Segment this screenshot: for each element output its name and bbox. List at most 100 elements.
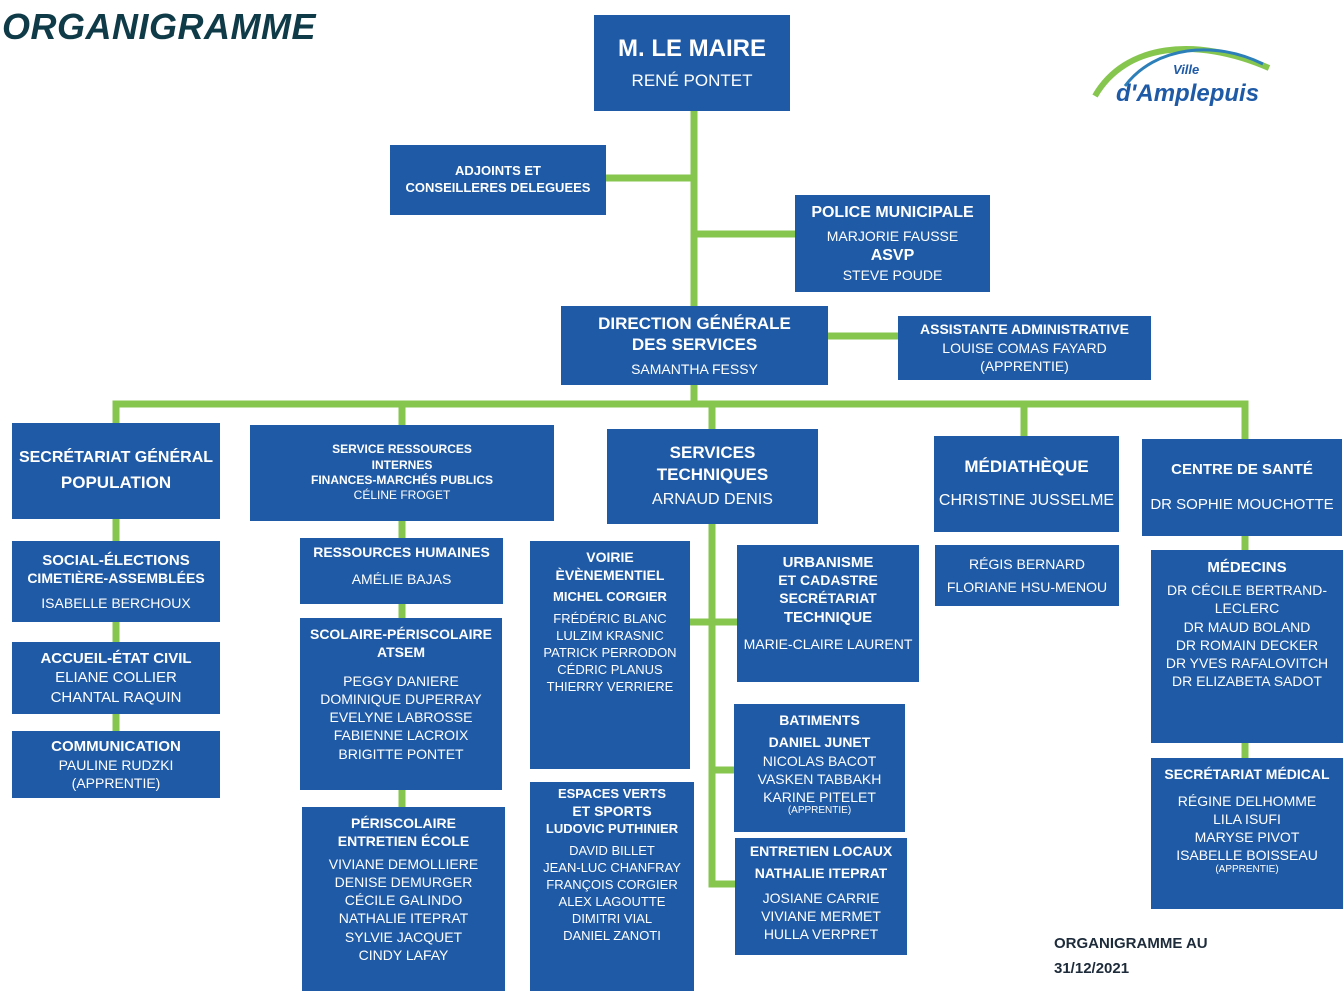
logo bbox=[1092, 46, 1271, 98]
logo-name: d'Amplepuis bbox=[1116, 80, 1260, 107]
page-title: ORGANIGRAMME bbox=[2, 6, 316, 47]
batiments-box[interactable]: BATIMENTS DANIEL JUNET NICOLAS BACOT VAS… bbox=[734, 704, 905, 832]
secmedical-title: SECRÉTARIAT MÉDICAL bbox=[1164, 766, 1330, 782]
medecins-title: MÉDECINS bbox=[1207, 559, 1287, 576]
voirie-box[interactable]: VOIRIE ÈVÈNEMENTIEL MICHEL CORGIER FRÉDÉ… bbox=[530, 541, 690, 769]
periscolaire-name-6: CINDY LAFAY bbox=[358, 946, 449, 963]
accueil-name-1: ELIANE COLLIER bbox=[55, 669, 177, 687]
ressources-name: CÉLINE FROGET bbox=[353, 488, 451, 503]
police-name2: STEVE POUDE bbox=[842, 266, 943, 283]
police-subtitle: ASVP bbox=[870, 246, 915, 264]
batiments-note: (APPRENTIE) bbox=[787, 805, 852, 817]
social-box[interactable]: SOCIAL-ÉLECTIONS CIMETIÈRE-ASSEMBLÉES IS… bbox=[12, 541, 220, 622]
maire-name: RENÉ PONTET bbox=[631, 71, 753, 91]
periscolaire-name-4: NATHALIE ITEPRAT bbox=[338, 910, 469, 927]
voirie-name-4: CÉDRIC PLANUS bbox=[557, 662, 663, 678]
maire-title: M. LE MAIRE bbox=[618, 34, 766, 62]
ressources-line1: SERVICE RESSOURCES bbox=[332, 442, 472, 457]
mediatheque-title: MÉDIATHÈQUE bbox=[964, 456, 1089, 476]
espaces-head: LUDOVIC PUTHINIER bbox=[545, 820, 679, 836]
mediatheque-box[interactable]: MÉDIATHÈQUE CHRISTINE JUSSELME bbox=[934, 436, 1119, 532]
police-name: MARJORIE FAUSSE bbox=[826, 228, 959, 245]
social-line2: CIMETIÈRE-ASSEMBLÉES bbox=[27, 570, 205, 587]
rh-box[interactable]: RESSOURCES HUMAINES AMÉLIE BAJAS bbox=[300, 538, 503, 604]
periscolaire-box[interactable]: PÉRISCOLAIRE ENTRETIEN ÉCOLE VIVIANE DEM… bbox=[302, 807, 505, 991]
dgs-line2: DES SERVICES bbox=[631, 335, 758, 355]
periscolaire-name-5: SYLVIE JACQUET bbox=[344, 928, 463, 945]
logo-ville: Ville bbox=[1173, 62, 1200, 77]
periscolaire-name-2: DENISE DEMURGER bbox=[334, 874, 473, 890]
voirie-name-3: PATRICK PERRODON bbox=[543, 645, 677, 661]
footer-line2: 31/12/2021 bbox=[1054, 959, 1130, 977]
techniques-name: ARNAUD DENIS bbox=[652, 490, 773, 508]
espaces-line1: ESPACES VERTS bbox=[557, 786, 667, 801]
adjoints-line1: ADJOINTS ET bbox=[455, 163, 541, 179]
urbanisme-box[interactable]: URBANISME ET CADASTRE SECRÉTARIAT TECHNI… bbox=[737, 545, 919, 682]
urbanisme-line1: URBANISME bbox=[782, 554, 874, 571]
rh-title: RESSOURCES HUMAINES bbox=[313, 544, 490, 560]
batiments-title: BATIMENTS bbox=[779, 712, 860, 728]
entretien-name-2: VIVIANE MERMET bbox=[761, 908, 881, 924]
mediatheque-name: CHRISTINE JUSSELME bbox=[938, 492, 1115, 510]
sante-box[interactable]: CENTRE DE SANTÉ DR SOPHIE MOUCHOTTE bbox=[1142, 439, 1342, 536]
mediatheque-team-name-2: FLORIANE HSU-MENOU bbox=[946, 578, 1108, 595]
dgs-box[interactable]: DIRECTION GÉNÉRALE DES SERVICES SAMANTHA… bbox=[561, 306, 828, 385]
voirie-line1: VOIRIE bbox=[586, 549, 634, 565]
secretariat-line1: SECRÉTARIAT GÉNÉRAL bbox=[18, 448, 214, 466]
secmedical-name-1: RÉGINE DELHOMME bbox=[1177, 792, 1317, 809]
secmedical-name-4: ISABELLE BOISSEAU bbox=[1176, 847, 1318, 864]
assistante-box[interactable]: ASSISTANTE ADMINISTRATIVE LOUISE COMAS F… bbox=[898, 316, 1151, 380]
medecins-box[interactable]: MÉDECINS DR CÉCILE BERTRAND- LECLERC DR … bbox=[1151, 550, 1343, 743]
secretariat-line2: POPULATION bbox=[60, 473, 172, 493]
urbanisme-name: MARIE-CLAIRE LAURENT bbox=[743, 636, 913, 653]
scolaire-line2: ATSEM bbox=[377, 643, 425, 660]
medecins-name-4: DR ROMAIN DECKER bbox=[1175, 636, 1319, 653]
espaces-name-5: DIMITRI VIAL bbox=[571, 910, 653, 926]
medecins-name-5: DR YVES RAFALOVITCH bbox=[1165, 654, 1329, 671]
voirie-line2: ÈVÈNEMENTIEL bbox=[555, 566, 665, 583]
mediatheque-team-name-1: RÉGIS BERNARD bbox=[969, 556, 1085, 573]
assistante-name: LOUISE COMAS FAYARD bbox=[942, 339, 1107, 356]
police-title: POLICE MUNICIPALE bbox=[811, 203, 974, 221]
secmedical-box[interactable]: SECRÉTARIAT MÉDICAL RÉGINE DELHOMME LILA… bbox=[1151, 758, 1343, 909]
sante-name: DR SOPHIE MOUCHOTTE bbox=[1150, 496, 1334, 514]
police-box[interactable]: POLICE MUNICIPALE MARJORIE FAUSSE ASVP S… bbox=[795, 195, 990, 292]
adjoints-line2: CONSEILLERES DELEGUEES bbox=[405, 180, 591, 195]
adjoints-box[interactable]: ADJOINTS ET CONSEILLERES DELEGUEES bbox=[390, 145, 606, 215]
espaces-name-1: DAVID BILLET bbox=[569, 843, 655, 859]
assistante-title: ASSISTANTE ADMINISTRATIVE bbox=[920, 320, 1129, 337]
urbanisme-line4: TECHNIQUE bbox=[783, 609, 873, 626]
accueil-box[interactable]: ACCUEIL-ÉTAT CIVIL ELIANE COLLIER CHANTA… bbox=[12, 642, 220, 714]
ressources-box[interactable]: SERVICE RESSOURCES INTERNES FINANCES-MAR… bbox=[250, 425, 554, 521]
entretien-box[interactable]: ENTRETIEN LOCAUX NATHALIE ITEPRAT JOSIAN… bbox=[735, 838, 907, 955]
periscolaire-line2: ENTRETIEN ÉCOLE bbox=[337, 832, 470, 849]
scolaire-name-1: PEGGY DANIERE bbox=[343, 672, 459, 689]
medecins-name-2: LECLERC bbox=[1214, 600, 1280, 617]
urbanisme-line2: ET CADASTRE bbox=[778, 572, 878, 589]
batiments-name-2: VASKEN TABBAKH bbox=[757, 771, 882, 787]
techniques-box[interactable]: SERVICES TECHNIQUES ARNAUD DENIS bbox=[607, 429, 818, 524]
dgs-line1: DIRECTION GÉNÉRALE bbox=[598, 313, 791, 333]
entretien-line2: NATHALIE ITEPRAT bbox=[754, 864, 888, 881]
communication-name: PAULINE RUDZKI bbox=[58, 756, 174, 773]
footer-date: ORGANIGRAMME AU 31/12/2021 bbox=[1054, 932, 1208, 982]
secmedical-note: (APPRENTIE) bbox=[1215, 863, 1279, 875]
ressources-line2: INTERNES bbox=[371, 457, 433, 472]
periscolaire-line1: PÉRISCOLAIRE bbox=[350, 815, 456, 831]
medecins-name-1: DR CÉCILE BERTRAND- bbox=[1167, 582, 1327, 599]
voirie-name-1: FRÉDÉRIC BLANC bbox=[553, 611, 667, 627]
sante-title: CENTRE DE SANTÉ bbox=[1171, 461, 1313, 479]
scolaire-box[interactable]: SCOLAIRE-PÉRISCOLAIRE ATSEM PEGGY DANIER… bbox=[300, 618, 502, 790]
voirie-name-2: LULZIM KRASNIC bbox=[556, 628, 664, 644]
periscolaire-name-3: CÉCILE GALINDO bbox=[344, 892, 463, 909]
scolaire-name-4: FABIENNE LACROIX bbox=[333, 727, 469, 744]
voirie-head: MICHEL CORGIER bbox=[553, 588, 667, 604]
mediatheque-team-box[interactable]: RÉGIS BERNARD FLORIANE HSU-MENOU bbox=[935, 545, 1119, 606]
espaces-box[interactable]: ESPACES VERTS ET SPORTS LUDOVIC PUTHINIE… bbox=[530, 782, 694, 991]
communication-box[interactable]: COMMUNICATION PAULINE RUDZKI (APPRENTIE) bbox=[12, 731, 220, 798]
maire-box[interactable]: M. LE MAIRE RENÉ PONTET bbox=[594, 15, 790, 111]
secretariat-box[interactable]: SECRÉTARIAT GÉNÉRAL POPULATION bbox=[12, 423, 220, 519]
scolaire-name-5: BRIGITTE PONTET bbox=[338, 745, 464, 762]
medecins-name-6: DR ELIZABETA SADOT bbox=[1172, 673, 1322, 690]
